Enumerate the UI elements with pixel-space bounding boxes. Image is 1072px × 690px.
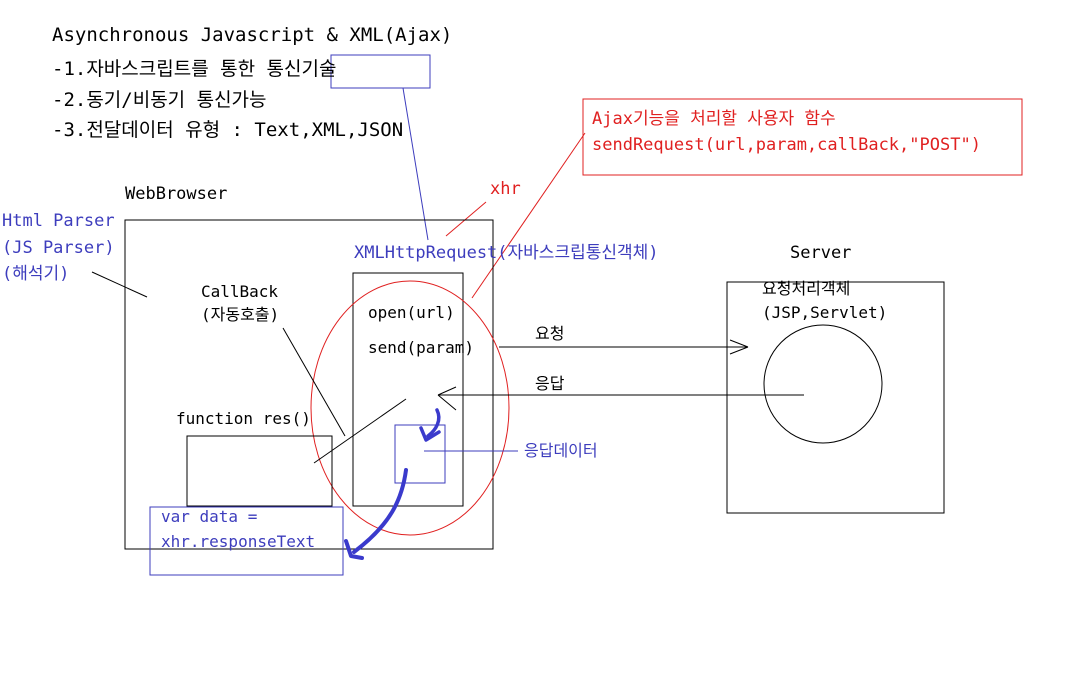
response-arrowhead-top (437, 386, 457, 396)
title-line-2-prefix: -1.자바스크립트를 통한 (52, 58, 267, 80)
blue-arrow-large-head (344, 539, 364, 560)
server-box (726, 281, 945, 514)
response-data-box (394, 424, 446, 484)
callback-flow-line (313, 398, 407, 464)
function-res-box (186, 435, 333, 507)
title-line-3: -2.동기/비동기 통신가능 (52, 89, 267, 111)
connector-html-parser (91, 271, 148, 298)
request-arrowhead-top (729, 339, 749, 348)
html-parser-label-2: (JS Parser) (2, 238, 115, 258)
web-browser-box (124, 219, 494, 550)
request-handler-label-1: 요청처리객체 (762, 279, 851, 298)
xhr-label: xhr (490, 179, 521, 199)
title-line-2: -1.자바스크립트를 통한 통신기술 (52, 60, 336, 79)
blue-arrow-small (426, 408, 441, 438)
highlight-box-tongsin (330, 54, 431, 89)
title-line-4: -3.전달데이터 유형 : Text,XML,JSON (52, 119, 404, 141)
blue-arrow-large (352, 468, 408, 554)
xmlhttprequest-box (352, 272, 464, 507)
request-arrowhead-bottom (729, 346, 749, 355)
user-function-note-line-1: Ajax기능을 처리할 사용자 함수 (592, 109, 836, 129)
request-handler-circle (763, 324, 883, 444)
xmlhttprequest-label: XMLHttpRequest(자바스크립통신객체) (354, 243, 659, 263)
function-res-label: function res() (176, 409, 311, 428)
request-label: 요청 (535, 324, 565, 343)
xhr-ellipse (310, 280, 510, 536)
request-handler-label-2: (JSP,Servlet) (762, 303, 888, 322)
var-data-box (149, 506, 344, 576)
response-data-label: 응답데이터 (524, 441, 598, 460)
callback-label-2: (자동호출) (201, 305, 280, 324)
var-data-label-2: xhr.responseText (161, 532, 316, 551)
user-function-note-line-2: sendRequest(url,param,callBack,"POST") (592, 135, 981, 155)
web-browser-label: WebBrowser (125, 184, 228, 204)
title-line-2-boxed: 통신기술 (266, 58, 337, 80)
blue-arrow-small-head (419, 426, 441, 442)
title-line-1: Asynchronous Javascript & XML(Ajax) (52, 24, 453, 46)
response-arrowhead-bottom (437, 394, 457, 411)
user-function-note-box (582, 98, 1023, 176)
connector-xhr-label (445, 201, 487, 237)
html-parser-label-3: (해석기) (2, 264, 70, 284)
server-label: Server (790, 243, 852, 263)
connector-note-to-ellipse (471, 132, 586, 299)
connector-callback (282, 327, 346, 437)
html-parser-label-1: Html Parser (2, 211, 115, 231)
connector-highlight-to-xhr (402, 87, 429, 241)
response-label: 응답 (535, 374, 565, 393)
open-method-label: open(url) (368, 303, 455, 322)
var-data-label-1: var data = (161, 507, 258, 526)
send-method-label: send(param) (368, 338, 474, 357)
callback-label-1: CallBack (201, 282, 279, 301)
